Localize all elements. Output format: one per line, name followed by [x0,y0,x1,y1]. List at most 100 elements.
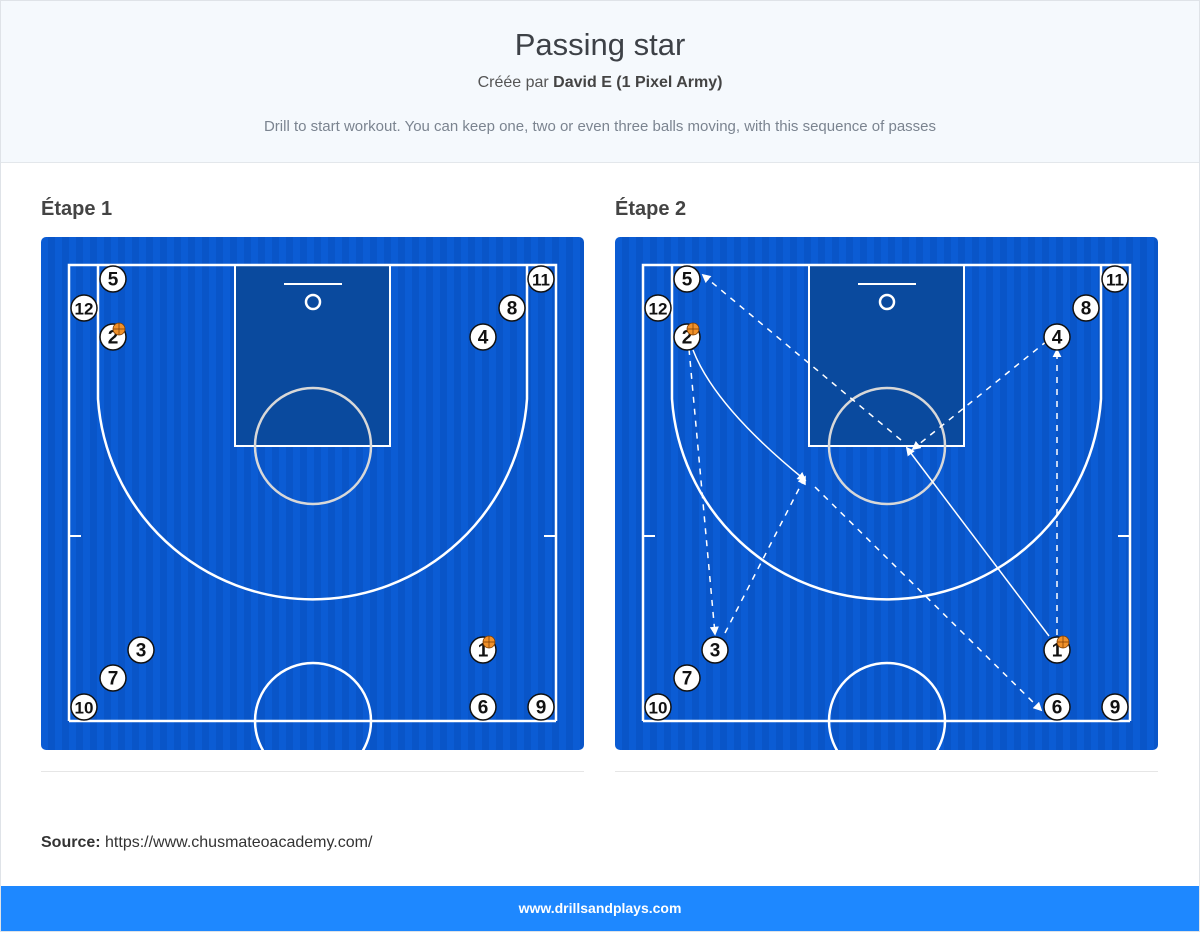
player-label: 6 [1052,698,1063,719]
player-label: 2 [108,328,119,349]
player-10: 10 [70,693,98,721]
court-boundary [641,263,1132,721]
player-5: 5 [673,265,701,293]
three-point-line [670,265,1103,601]
pass-arrow [911,340,1048,451]
player-2: 2 [673,322,701,351]
center-circle [253,661,373,750]
player-1: 1 [469,635,497,664]
player-label: 1 [478,641,489,662]
player-marker [527,265,555,293]
player-label: 2 [682,328,693,349]
basketball-icon [1056,635,1070,649]
player-4: 4 [1043,323,1071,351]
player-11: 11 [527,265,555,293]
player-label: 4 [478,328,489,349]
player-label: 12 [649,300,668,319]
player-9: 9 [527,693,555,721]
player-7: 7 [673,664,701,692]
player-12: 12 [70,294,98,322]
player-marker [498,294,526,322]
player-3: 3 [127,636,155,664]
basketball-icon [112,322,126,336]
source-line: Source: https://www.chusmateoacademy.com… [41,834,372,852]
player-marker [644,294,672,322]
player-marker [673,664,701,692]
player-5: 5 [99,265,127,293]
player-label: 9 [536,698,547,719]
step-2-title: Étape 2 [615,198,687,220]
player-label: 1 [1052,641,1063,662]
drill-header: Passing star Créée par David E (1 Pixel … [1,1,1199,163]
player-marker [701,636,729,664]
player-label: 4 [1052,328,1063,349]
player-12: 12 [644,294,672,322]
player-label: 10 [649,699,668,718]
player-marker [1101,265,1129,293]
cut-arrow [692,349,807,482]
player-marker [469,323,497,351]
player-marker [99,265,127,293]
player-label: 3 [710,641,721,662]
step-2-divider [615,771,1158,772]
player-marker [1072,294,1100,322]
basketball-icon [482,635,496,649]
player-11: 11 [1101,265,1129,293]
player-1: 1 [1043,635,1071,664]
player-marker [673,265,701,293]
author-name: David E (1 Pixel Army) [553,74,723,91]
player-label: 12 [75,300,94,319]
player-label: 11 [532,271,550,290]
player-marker [1043,693,1071,721]
player-label: 10 [75,699,94,718]
player-6: 6 [469,693,497,721]
player-10: 10 [644,693,672,721]
footer-link[interactable]: www.drillsandplays.com [518,900,682,916]
court-diagram-step-1: 5 12 2 11 84 37 10 1 6 9 [41,237,584,750]
player-marker [70,693,98,721]
step-1-title: Étape 1 [41,198,113,220]
three-point-line [96,265,529,601]
player-label: 7 [682,669,693,690]
rim [304,293,322,311]
paint-area [808,264,965,447]
player-7: 7 [99,664,127,692]
basketball-icon [686,322,700,336]
player-label: 6 [478,698,489,719]
player-marker [99,664,127,692]
center-circle [827,661,947,750]
site-footer: www.drillsandplays.com [1,886,1199,931]
player-marker [70,294,98,322]
source-url[interactable]: https://www.chusmateoacademy.com/ [105,834,373,851]
player-label: 8 [507,299,518,320]
player-label: 11 [1106,271,1124,290]
player-marker [127,636,155,664]
free-throw-circle [253,386,373,506]
player-label: 9 [1110,698,1121,719]
free-throw-circle [827,386,947,506]
author-prefix: Créée par [477,74,554,91]
author-line: Créée par David E (1 Pixel Army) [1,74,1199,92]
player-marker [527,693,555,721]
pass-arrow [814,486,1043,712]
player-6: 6 [1043,693,1071,721]
paint-area [234,264,391,447]
drill-description: Drill to start workout. You can keep one… [263,118,937,135]
step-1-divider [41,771,584,772]
player-label: 5 [108,270,119,291]
court-diagram-step-2: 5 12 2 11 84 37 10 1 6 9 [615,237,1158,750]
player-8: 8 [1072,294,1100,322]
player-8: 8 [498,294,526,322]
player-marker [469,693,497,721]
player-marker [644,693,672,721]
source-label: Source: [41,834,101,851]
player-label: 8 [1081,299,1092,320]
cut-arrow [905,446,1050,637]
player-4: 4 [469,323,497,351]
player-3: 3 [701,636,729,664]
player-marker [1043,323,1071,351]
player-label: 7 [108,669,119,690]
page-title: Passing star [514,27,686,62]
